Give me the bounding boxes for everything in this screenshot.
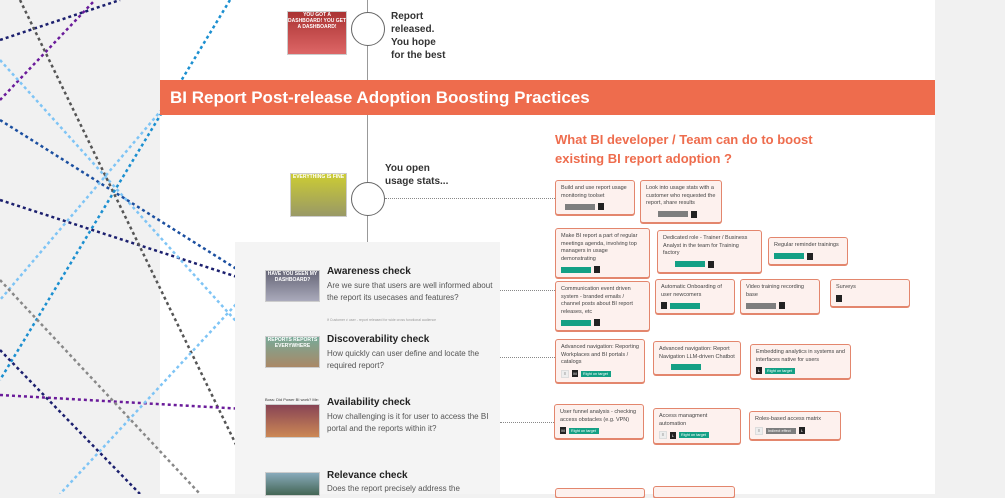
practice-card[interactable]: Video training recording base xyxy=(740,279,820,314)
practice-card[interactable]: Automatic Onboarding of user newcomers xyxy=(655,279,735,314)
practice-card[interactable] xyxy=(653,486,735,498)
connector-line xyxy=(0,59,263,351)
meme-image: YOU GOT A DASHBOARD! YOU GET A DASHBOARD… xyxy=(287,11,347,55)
meme-image: EVERYTHING IS FINE xyxy=(290,173,347,217)
connector-line xyxy=(0,118,263,287)
connector-dots xyxy=(385,198,555,199)
meme-image: REPORTS REPORTS EVERYWHERE xyxy=(265,336,320,368)
connector-line xyxy=(0,0,121,42)
connector-dots xyxy=(500,357,555,358)
connector-line xyxy=(0,0,232,381)
practice-card[interactable] xyxy=(555,488,645,498)
connector-line xyxy=(0,279,201,494)
practice-card[interactable]: Make BI report a part of regular meeting… xyxy=(555,228,650,278)
timeline-node xyxy=(351,182,385,216)
connector-lines xyxy=(0,0,263,494)
meme-image xyxy=(265,472,320,496)
practice-card[interactable]: Surveys xyxy=(830,279,910,307)
practice-card[interactable]: User funnel analysis - checking access o… xyxy=(554,404,644,439)
check-desc: Does the report precisely address the xyxy=(327,484,460,493)
check-title: Discoverability check xyxy=(327,334,430,345)
connector-line xyxy=(59,299,241,494)
meme-caption: Boss: Did Power BI work? Me: xyxy=(265,397,320,402)
connector-line xyxy=(0,349,141,494)
practice-card[interactable]: Roles-based access matrix≡Indirect effec… xyxy=(749,411,841,440)
connector-line xyxy=(18,0,262,494)
connector-dots xyxy=(500,290,555,291)
practice-card[interactable]: Communication event driven system - bran… xyxy=(555,281,650,331)
practice-card[interactable]: Look into usage stats with a customer wh… xyxy=(640,180,722,223)
practice-card[interactable]: Build and use report usage monitoring to… xyxy=(555,180,635,215)
check-desc: How quickly can user define and locate t… xyxy=(327,349,480,370)
check-desc: How challenging is it for user to access… xyxy=(327,412,489,433)
section-headline: What BI developer / Team can do to boost… xyxy=(555,132,813,166)
meme-image: HAVE YOU SEEN MY DASHBOARD? xyxy=(265,270,320,302)
connector-line xyxy=(0,393,263,412)
practice-card[interactable]: Regular reminder trainings xyxy=(768,237,848,265)
practice-card[interactable]: Advanced navigation: Reporting Workplace… xyxy=(555,339,645,383)
practice-card[interactable]: Embedding analytics in systems and inter… xyxy=(750,344,851,379)
connector-dots xyxy=(500,422,554,423)
timeline-node xyxy=(351,12,385,46)
check-desc: Are we sure that users are well informed… xyxy=(327,281,493,302)
section-banner: BI Report Post-release Adoption Boosting… xyxy=(160,80,935,115)
practice-card[interactable]: Advanced navigation: Report Navigation L… xyxy=(653,341,741,375)
timeline-line xyxy=(367,115,368,242)
connector-line xyxy=(0,99,171,301)
connector-line xyxy=(0,198,263,287)
check-title: Relevance check xyxy=(327,470,408,481)
connector-line xyxy=(0,0,96,101)
check-title: Availability check xyxy=(327,397,411,408)
check-title: Awareness check xyxy=(327,266,411,277)
practice-card[interactable]: Dedicated role - Trainer / Business Anal… xyxy=(657,230,762,273)
meme-image xyxy=(265,404,320,438)
check-note: If Customer ≠ user - report released for… xyxy=(327,318,437,322)
